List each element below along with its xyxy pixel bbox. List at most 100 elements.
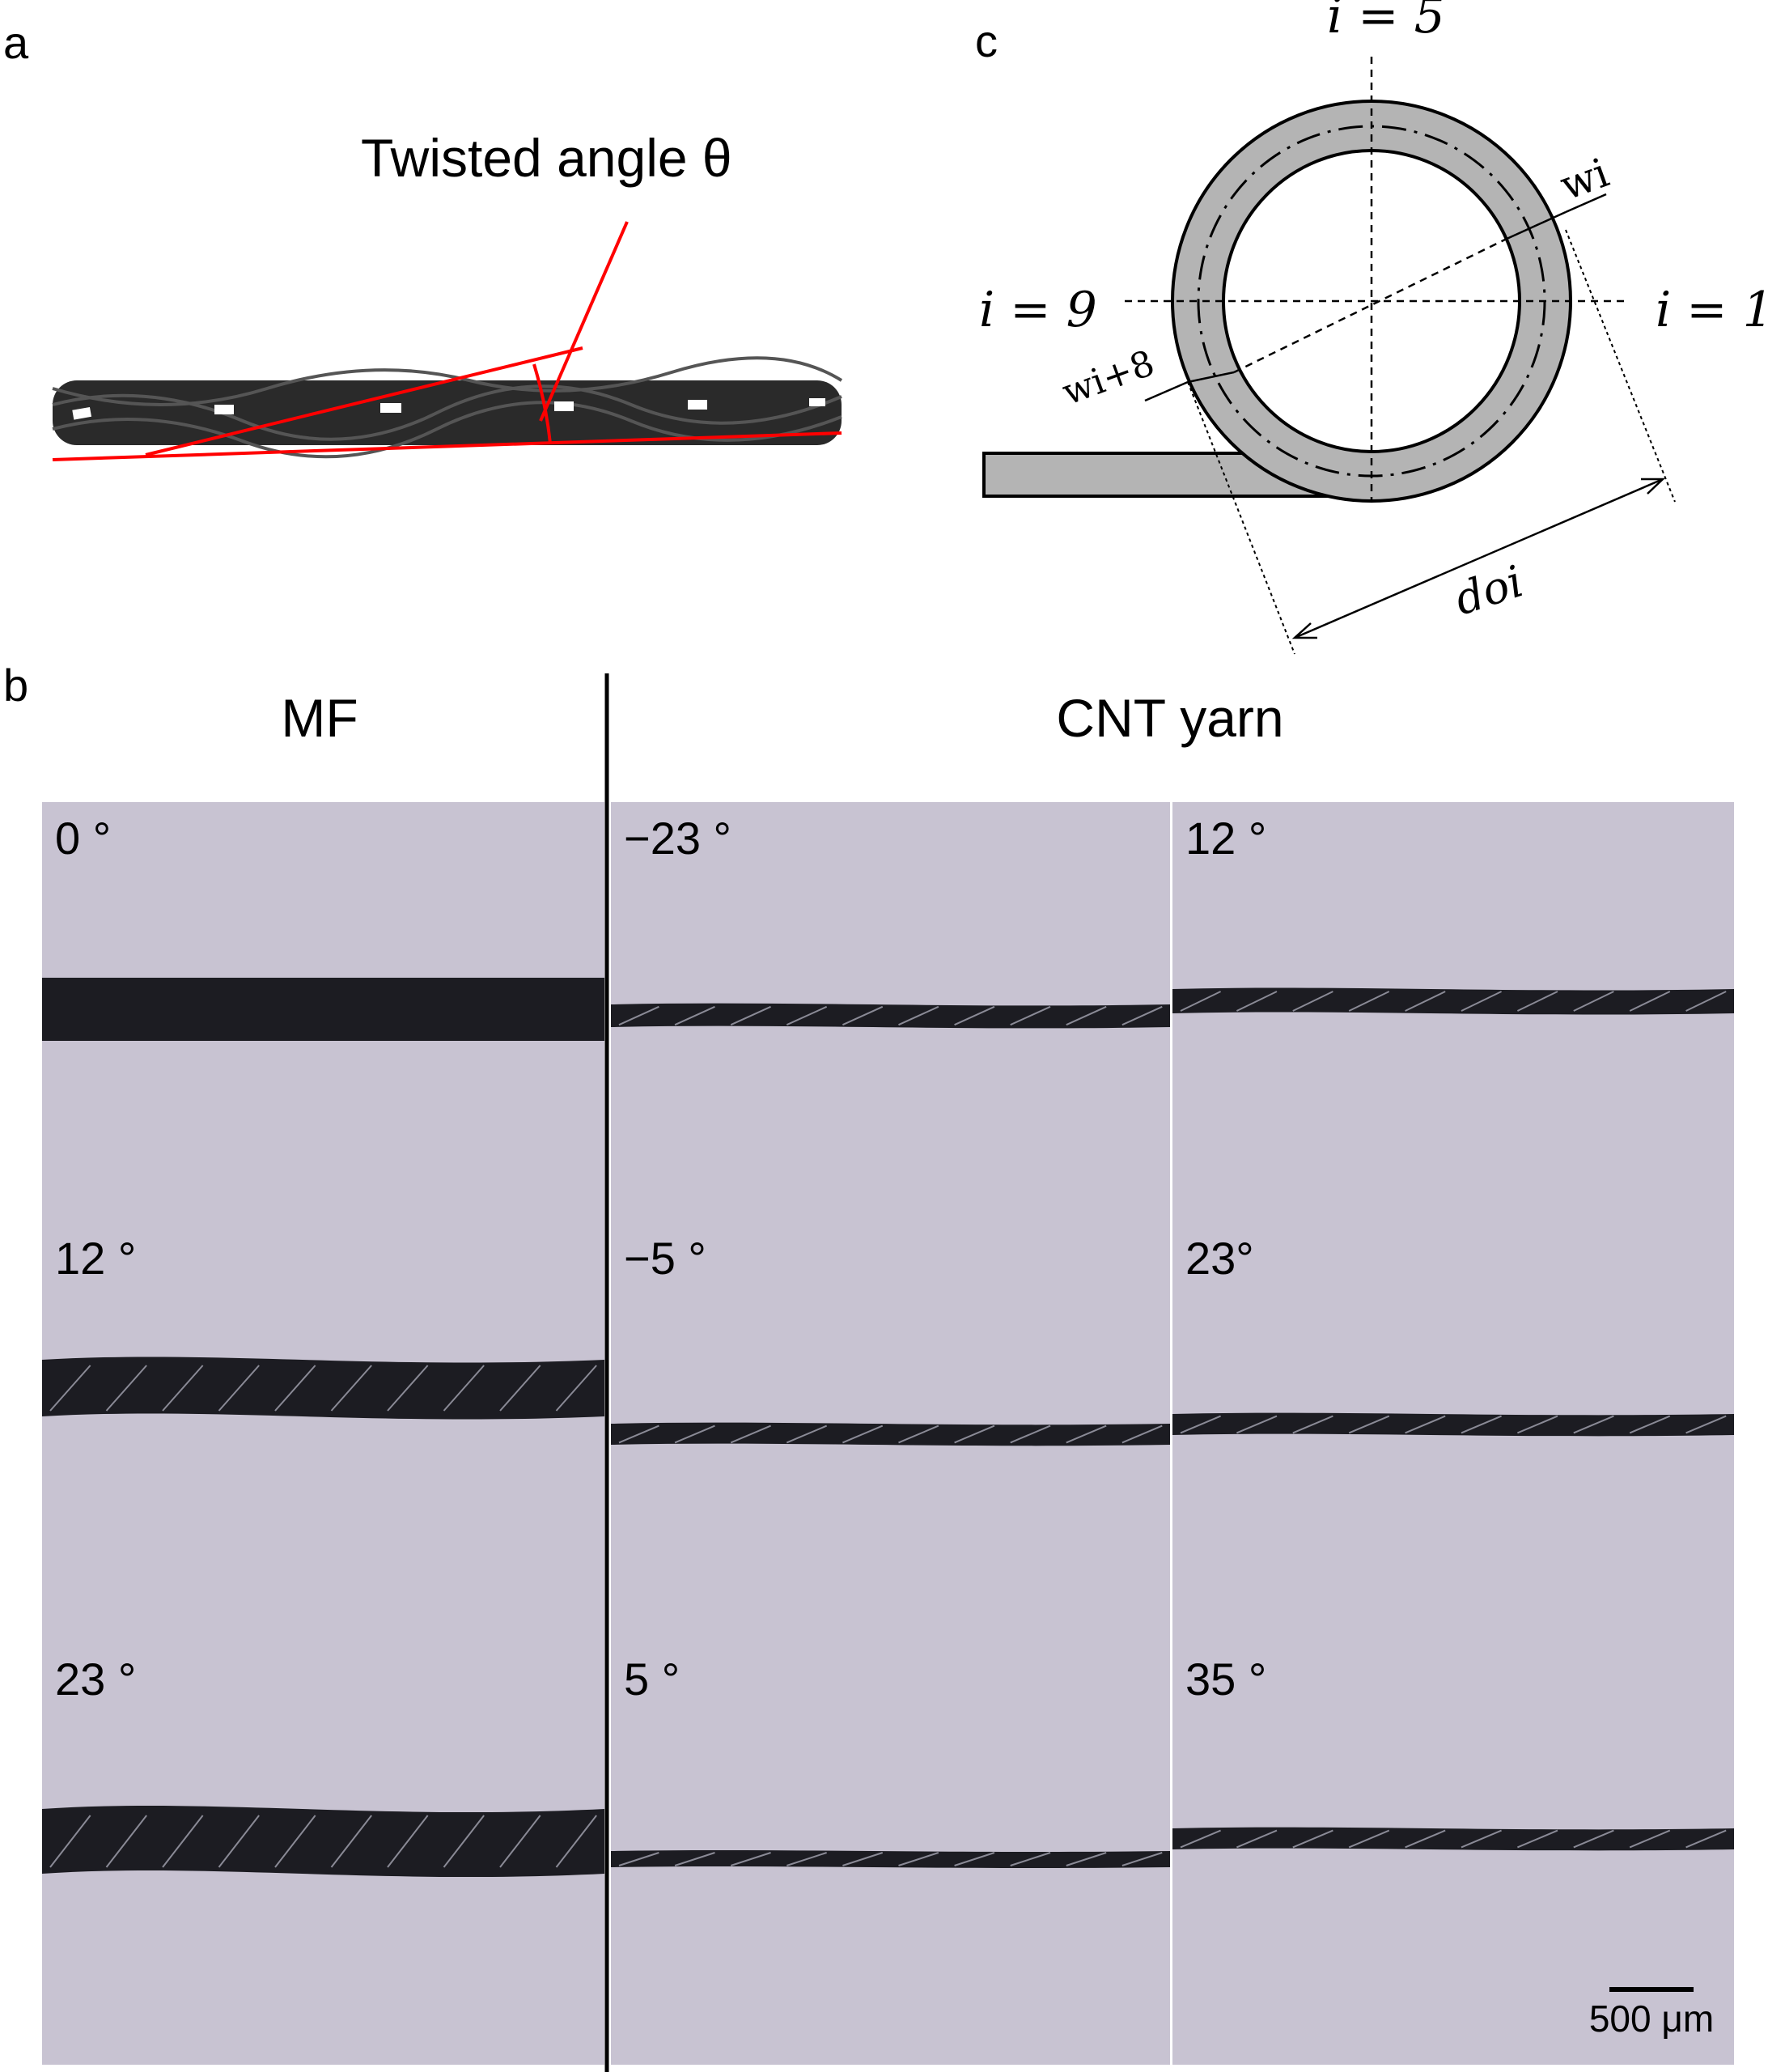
i5-label: i = 5 <box>1327 0 1445 45</box>
panel-a: a Twisted angle θ <box>3 17 843 461</box>
fiber-twist-highlight <box>1121 1852 1163 1866</box>
fiber-twist-highlight <box>443 1365 485 1412</box>
fiber-twist-highlight <box>842 1424 884 1444</box>
axis-lines <box>1125 57 1626 502</box>
fiber-twist-highlight <box>387 1815 429 1868</box>
i9-label: i = 9 <box>979 282 1097 338</box>
fiber-twist-highlight <box>1236 991 1278 1012</box>
twist-angle-label: 5 ° <box>624 1654 680 1705</box>
fiber-twist-highlight <box>1461 1829 1502 1849</box>
photo-background <box>42 1222 604 1643</box>
fiber-twist-highlight <box>898 1424 939 1444</box>
fiber-twist-highlight <box>1292 1415 1333 1434</box>
fiber-twist-highlight <box>842 1005 884 1026</box>
micrograph-panel: 23° <box>1172 1222 1734 1643</box>
fiber <box>1172 987 1734 1015</box>
fiber <box>1172 1412 1734 1437</box>
fiber-twist-highlight <box>1121 1424 1163 1444</box>
fiber-twist-highlight <box>218 1365 260 1412</box>
twist-angle-label: 23° <box>1185 1233 1254 1284</box>
fiber-twist-highlight <box>786 1005 828 1026</box>
fiber-twist-highlight <box>1236 1829 1278 1849</box>
fiber-twist-highlight <box>954 1424 995 1444</box>
fiber-twist-highlight <box>786 1852 827 1866</box>
fiber-twist-highlight <box>1629 1415 1671 1434</box>
fiber-twist-highlight <box>1461 991 1503 1012</box>
fiber-twist-highlight <box>162 1365 204 1412</box>
fiber-twist-highlight <box>499 1815 541 1868</box>
panel-c-label: c <box>975 15 998 66</box>
wi-label: wi <box>1554 149 1615 210</box>
fiber-twist-highlight <box>618 1852 659 1866</box>
twist-angle-label: 35 ° <box>1185 1654 1266 1705</box>
twisted-yarn-illustration <box>52 356 843 459</box>
dimension-arrows <box>1144 193 1666 639</box>
fiber-twist-highlight <box>1685 1415 1727 1434</box>
fiber-twist-highlight <box>1461 1415 1502 1434</box>
fiber-twist-highlight <box>1348 991 1390 1012</box>
panel-b-label: b <box>3 660 28 711</box>
panel-a-label: a <box>3 17 29 68</box>
twisted-angle-label: Twisted angle θ <box>361 128 732 188</box>
micrograph-panel: 12 ° <box>1172 802 1734 1222</box>
fiber <box>42 1805 604 1878</box>
fiber-twist-highlight <box>730 1424 771 1444</box>
fiber-twist-highlight <box>555 1365 597 1412</box>
wi8-label: wi+8 <box>1057 342 1160 414</box>
fiber-twist-highlight <box>954 1852 995 1866</box>
fiber <box>611 1003 1170 1029</box>
i1-label: i = 1 <box>1656 282 1768 338</box>
fiber-twist-highlight <box>274 1815 316 1868</box>
fiber-twist-highlight <box>443 1815 485 1868</box>
fiber-twist-highlight <box>49 1815 91 1868</box>
fiber-twist-highlight <box>105 1365 147 1412</box>
fiber-twist-highlight <box>1629 991 1671 1012</box>
fiber-twist-highlight <box>1180 1829 1221 1849</box>
fiber-twist-highlight <box>555 1815 597 1868</box>
fiber-twist-highlight <box>1010 1424 1051 1444</box>
fiber-twist-highlight <box>786 1424 828 1444</box>
fiber-twist-highlight <box>1010 1005 1051 1026</box>
micrograph-panel: 35 ° <box>1172 1643 1734 2065</box>
twist-angle-label: 12 ° <box>55 1233 136 1284</box>
fiber-twist-highlight <box>1573 991 1614 1012</box>
scale-bar-label: 500 μm <box>1589 1998 1714 2040</box>
fiber-twist-highlight <box>330 1815 372 1868</box>
panel-b: b MF CNT yarn 0 °12 °23 °−23 °12 °−5 °23… <box>3 660 1734 2072</box>
fiber-twist-highlight <box>1517 1415 1558 1434</box>
fiber-twist-highlight <box>1121 1005 1163 1026</box>
fiber-twist-highlight <box>954 1005 995 1026</box>
fiber <box>611 1422 1170 1446</box>
fiber-twist-highlight <box>618 1424 659 1444</box>
micrograph-panel: −23 ° <box>611 802 1170 1222</box>
micrograph-panel: 23 ° <box>42 1643 604 2065</box>
fiber-twist-highlight <box>1066 1852 1107 1866</box>
fiber-twist-highlight <box>330 1365 372 1412</box>
fiber-twist-highlight <box>1348 1829 1390 1849</box>
twist-angle-label: −5 ° <box>624 1233 706 1284</box>
fiber-twist-highlight <box>898 1852 939 1866</box>
fiber-twist-highlight <box>1066 1005 1107 1026</box>
fiber-twist-highlight <box>898 1005 939 1026</box>
twist-angle-label: −23 ° <box>624 813 731 864</box>
twist-angle-label: 0 ° <box>55 813 111 864</box>
fiber-twist-highlight <box>105 1815 147 1868</box>
fiber-twist-highlight <box>842 1852 884 1866</box>
fiber-twist-highlight <box>162 1815 204 1868</box>
fiber-twist-highlight <box>730 1005 771 1026</box>
fiber-twist-highlight <box>1066 1424 1107 1444</box>
fiber-twist-highlight <box>1685 991 1727 1012</box>
fiber-twist-highlight <box>218 1815 260 1868</box>
fiber-twist-highlight <box>1405 991 1446 1012</box>
fiber-twist-highlight <box>1685 1829 1727 1849</box>
fiber <box>42 978 604 1041</box>
fiber-twist-highlight <box>1292 991 1333 1012</box>
twist-angle-label: 12 ° <box>1185 813 1266 864</box>
photo-background <box>1172 1643 1734 2065</box>
fiber-twist-highlight <box>1573 1415 1614 1434</box>
fiber-twist-highlight <box>1180 991 1222 1012</box>
panel-c: c i = 5 i = 9 i = 1 wi wi+8 doi <box>975 0 1768 655</box>
fiber-twist-highlight <box>49 1365 91 1412</box>
fiber-twist-highlight <box>1405 1415 1446 1434</box>
